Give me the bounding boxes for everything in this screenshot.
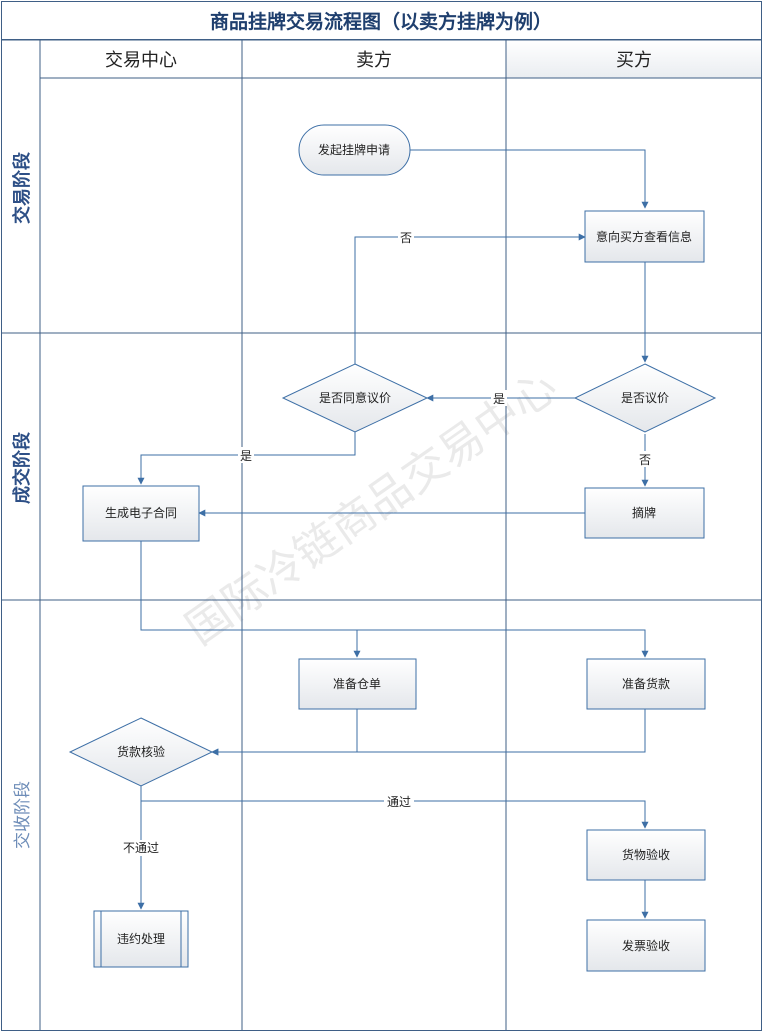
phase-label-trading: 交易阶段	[11, 151, 33, 224]
node-goods-accept: 货物验收	[586, 829, 706, 881]
node-breach-label: 违约处理	[117, 931, 165, 946]
node-seller-agree-label: 是否同意议价	[319, 390, 391, 405]
edge-label-yes-contract: 是	[240, 449, 252, 463]
node-prepare-payment: 准备货款	[586, 658, 706, 710]
node-payment-check-label: 货款核验	[117, 744, 165, 759]
node-invoice-accept-label: 发票验收	[622, 938, 670, 953]
edge-payment-to-check	[211, 709, 646, 756]
lane-header-bg	[506, 40, 762, 78]
edge-labels: 否 是 是 否 通过 不通过	[118, 229, 653, 856]
edge-label-no-back: 否	[400, 231, 412, 245]
node-buyer-negotiate: 是否议价	[573, 363, 717, 433]
lane-header-exchange: 交易中心	[105, 50, 177, 71]
edge-receipt-to-check	[211, 709, 358, 756]
diagram-title: 商品挂牌交易流程图（以卖方挂牌为例）	[210, 10, 552, 33]
edge-label-yes-seller: 是	[493, 392, 505, 406]
node-invoice-accept: 发票验收	[586, 919, 706, 972]
node-warehouse-receipt: 准备仓单	[298, 658, 417, 710]
edge-agree-no	[354, 233, 586, 364]
node-warehouse-receipt-label: 准备仓单	[333, 677, 381, 691]
node-start-label: 发起挂牌申请	[318, 142, 390, 157]
node-contract: 生成电子合同	[82, 485, 200, 542]
lane-header-buyer: 买方	[616, 50, 652, 71]
node-breach: 违约处理	[93, 910, 189, 968]
phase-label-deal: 成交阶段	[11, 431, 33, 504]
edge-label-pass: 通过	[387, 795, 411, 809]
node-start: 发起挂牌申请	[298, 124, 411, 176]
edge-start-to-view	[410, 149, 649, 209]
node-view-info: 意向买方查看信息	[584, 210, 705, 263]
edges	[137, 149, 649, 919]
lane-header-seller: 卖方	[356, 50, 392, 71]
node-delist-label: 摘牌	[632, 505, 656, 520]
node-payment-check: 货款核验	[68, 717, 214, 787]
edge-contract-to-payment	[140, 541, 649, 658]
edge-label-no-delist: 否	[639, 453, 651, 467]
node-delist: 摘牌	[584, 487, 705, 539]
node-seller-agree: 是否同意议价	[281, 363, 429, 433]
node-view-info-label: 意向买方查看信息	[596, 229, 692, 244]
node-contract-label: 生成电子合同	[105, 505, 177, 520]
node-buyer-negotiate-label: 是否议价	[621, 391, 669, 405]
node-prepare-payment-label: 准备货款	[622, 676, 670, 691]
edge-label-fail: 不通过	[123, 841, 159, 855]
phase-label-settlement: 交收阶段	[13, 781, 33, 849]
node-goods-accept-label: 货物验收	[622, 847, 670, 862]
